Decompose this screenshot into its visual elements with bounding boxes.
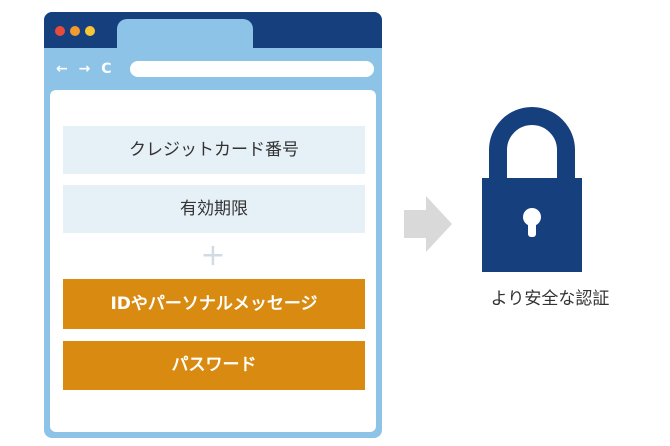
padlock-icon bbox=[482, 107, 582, 272]
browser-tab bbox=[117, 19, 253, 48]
maximize-dot-icon bbox=[85, 26, 95, 36]
field-card-number: クレジットカード番号 bbox=[63, 126, 365, 174]
browser-window: ← → C クレジットカード番号 有効期限 + IDやパーソナルメッセージ パス… bbox=[44, 12, 382, 438]
address-bar bbox=[130, 61, 374, 77]
plus-sign: + bbox=[200, 238, 226, 273]
minimize-dot-icon bbox=[70, 26, 80, 36]
browser-content: クレジットカード番号 有効期限 + IDやパーソナルメッセージ パスワード bbox=[50, 90, 376, 432]
arrow-right-icon bbox=[404, 196, 452, 252]
field-password: パスワード bbox=[63, 341, 365, 390]
field-expiry-date: 有効期限 bbox=[63, 185, 365, 233]
caption-text: より安全な認証 bbox=[490, 289, 610, 309]
browser-titlebar bbox=[44, 12, 382, 48]
field-id-personal-message: IDやパーソナルメッセージ bbox=[63, 279, 365, 329]
close-dot-icon bbox=[55, 26, 65, 36]
nav-icons: ← → C bbox=[56, 61, 115, 77]
